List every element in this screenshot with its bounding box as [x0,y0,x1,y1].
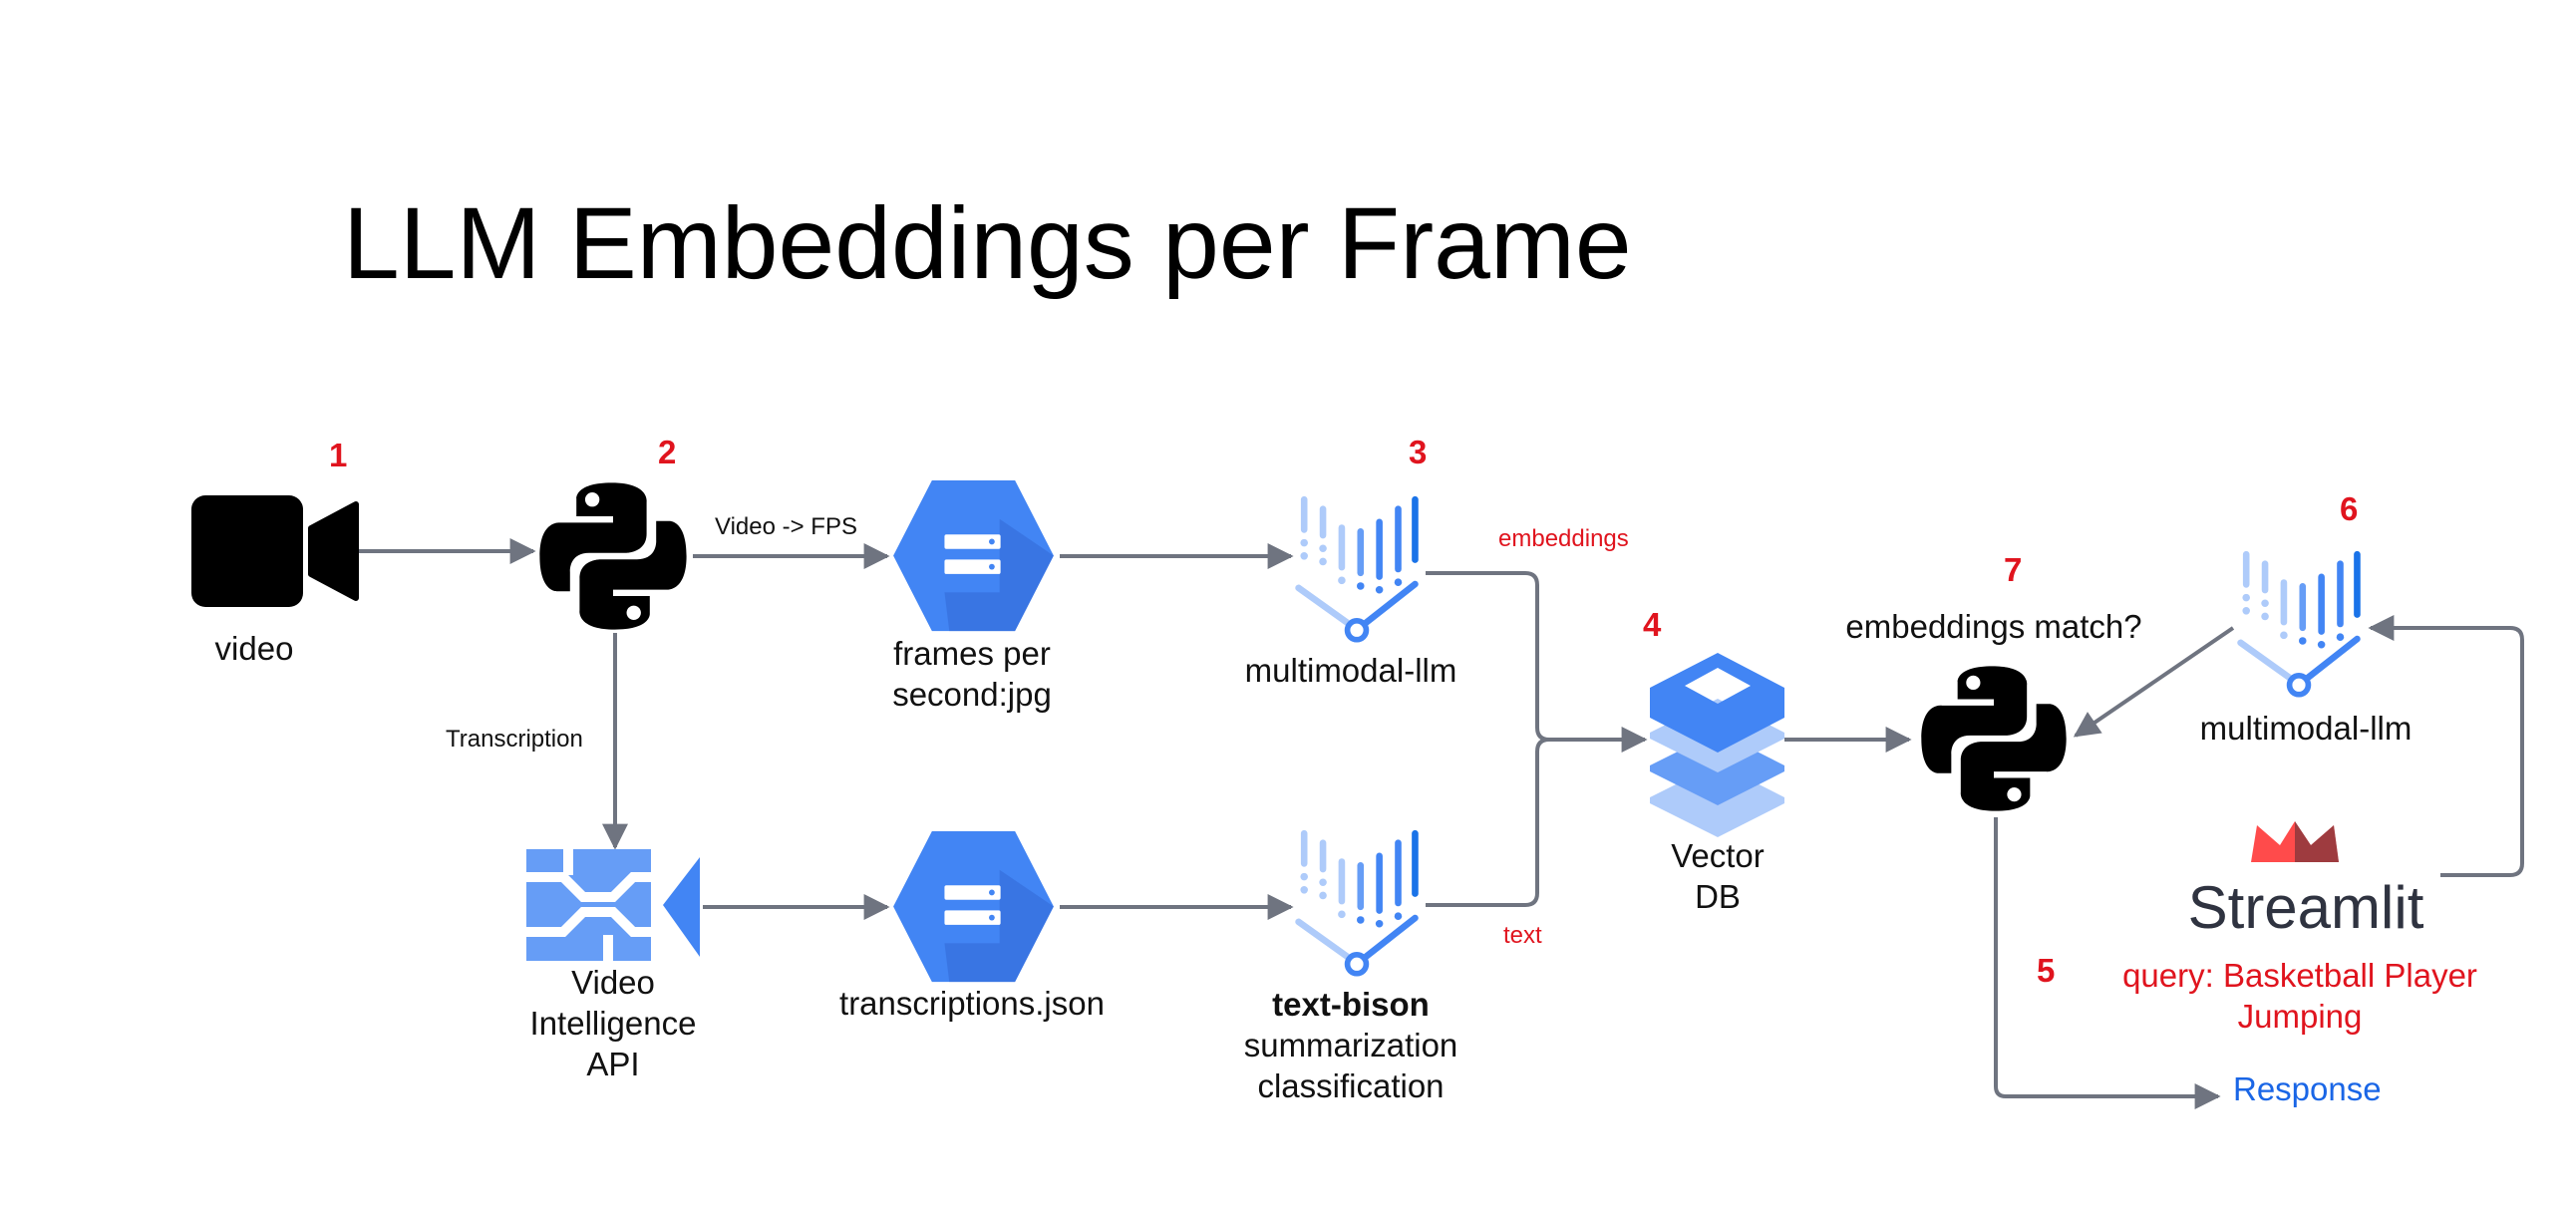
arrow-text-bison-to-vector-db [1426,738,1645,907]
frames-label-line: second:jpg [892,676,1052,713]
python-logo-icon [1921,666,2067,811]
frames-label-line: frames per [893,635,1051,672]
step-number: 4 [1643,606,1662,643]
streamlit-crown-icon [2251,821,2339,862]
video-intelligence-icon [526,849,700,961]
step-number: 5 [2037,952,2056,989]
video-intelligence-label-line: Video [571,964,655,1001]
video-label: video [214,630,294,667]
step-number: 3 [1409,434,1428,470]
edge-label-transcription: Transcription [446,726,583,753]
step-number: 7 [2004,551,2023,588]
arrow-streamlit-to-multimodal-right [2368,615,2524,877]
vertex-ai-icon [1299,499,1416,639]
text-bison-label-line: summarization [1243,1027,1458,1063]
step-number: 2 [658,434,677,470]
response-link[interactable]: Response [2233,1070,2382,1107]
multimodal-llm-label: multimodal-llm [1244,652,1457,689]
vector-db-icon [1650,653,1784,837]
transcriptions-label: transcriptions.json [839,985,1105,1022]
arrow-multimodal-to-vector-db [1426,571,1648,753]
text-bison-label-line: classification [1257,1067,1445,1104]
edge-label-text: text [1503,922,1542,949]
vertex-ai-icon [1299,833,1416,973]
vector-db-label: Vector DB [1671,835,1765,917]
step-number: 1 [329,437,348,473]
cloud-storage-icon [893,830,1054,983]
arrow-python-match-to-response [1994,817,2221,1109]
cloud-storage-icon [893,479,1054,632]
connectors [357,538,2524,1109]
edge-label-video-fps: Video -> FPS [715,513,857,540]
vector-db-label-line: DB [1695,878,1741,915]
streamlit-wordmark: Streamlit [2187,874,2424,941]
embeddings-match-label: embeddings match? [1845,608,2142,645]
vertex-ai-icon [2241,554,2358,694]
arrow-multimodal-right-to-python-match [2073,626,2235,738]
diagram-title: LLM Embeddings per Frame [343,186,1632,300]
step-number: 6 [2340,490,2359,527]
text-bison-label: text-bison summarization classification [1244,984,1458,1106]
query-text: query: Basketball Player Jumping [2122,955,2477,1037]
query-text-line: query: Basketball Player [2122,957,2477,994]
query-text-line: Jumping [2237,998,2363,1035]
multimodal-llm-label: multimodal-llm [2199,710,2413,747]
video-intelligence-label-line: Intelligence [529,1005,697,1042]
video-intelligence-label: Video Intelligence API [530,962,697,1084]
video-camera-icon [191,495,359,607]
edge-label-embeddings: embeddings [1498,525,1629,552]
video-intelligence-label-line: API [586,1046,640,1082]
text-bison-label-line: text-bison [1272,986,1430,1023]
vector-db-label-line: Vector [1671,837,1765,874]
python-logo-icon [539,482,687,630]
frames-label: frames per second:jpg [892,633,1052,715]
